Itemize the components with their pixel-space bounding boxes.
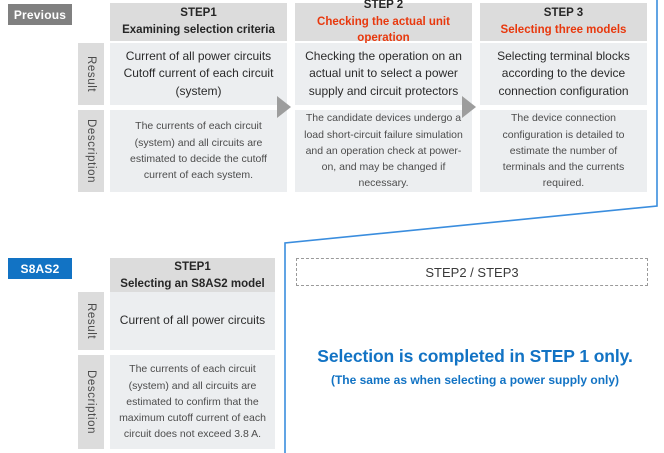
previous-row-label-description: Description <box>78 110 104 192</box>
s8as2-step-1-header: STEP1 Selecting an S8AS2 model <box>110 258 275 293</box>
previous-step-1-result: Current of all power circuits Cutoff cur… <box>110 43 287 105</box>
s8as2-badge: S8AS2 <box>8 258 72 279</box>
previous-row-label-result-text: Result <box>85 55 97 93</box>
previous-step-2-result: Checking the operation on an actual unit… <box>295 43 472 105</box>
s8as2-row-label-result-text: Result <box>85 302 97 340</box>
previous-step-2-description: The candidate devices undergo a load sho… <box>295 110 472 192</box>
conclusion-block: Selection is completed in STEP 1 only. (… <box>296 345 654 388</box>
previous-step-1-description: The currents of each circuit (system) an… <box>110 110 287 192</box>
previous-badge-label: Previous <box>13 7 67 22</box>
s8as2-step-1-title: STEP1 <box>174 260 211 273</box>
s8as2-step-1-subtitle: Selecting an S8AS2 model <box>120 277 265 290</box>
s8as2-row-label-result: Result <box>78 292 104 350</box>
conclusion-sub-text: (The same as when selecting a power supp… <box>330 372 620 387</box>
previous-badge: Previous <box>8 4 72 25</box>
arrow-right-icon-2 <box>462 96 476 118</box>
previous-step-2-header: STEP 2 Checking the actual unit operatio… <box>295 0 472 44</box>
s8as2-row-label-description: Description <box>78 355 104 449</box>
conclusion-main-text: Selection is completed in STEP 1 only. <box>317 346 633 366</box>
previous-step-1-title: STEP1 <box>180 7 217 20</box>
skipped-steps-box: STEP2 / STEP3 <box>296 258 648 286</box>
previous-step-3-result: Selecting terminal blocks according to t… <box>480 43 647 105</box>
s8as2-row-label-description-text: Description <box>85 369 97 435</box>
previous-step-3-title: STEP 3 <box>543 7 584 20</box>
previous-step-2-title: STEP 2 <box>363 0 404 11</box>
previous-step-2-subtitle: Checking the actual unit operation <box>317 15 450 45</box>
previous-step-3-subtitle: Selecting three models <box>500 24 627 36</box>
s8as2-step-1-result: Current of all power circuits <box>110 292 275 350</box>
previous-step-1-header: STEP1 Examining selection criteria <box>110 3 287 41</box>
previous-step-3-header: STEP 3 Selecting three models <box>480 3 647 41</box>
s8as2-badge-label: S8AS2 <box>20 261 60 276</box>
previous-step-1-subtitle: Examining selection criteria <box>122 24 275 36</box>
previous-step-3-description: The device connection configuration is d… <box>480 110 647 192</box>
skipped-steps-label: STEP2 / STEP3 <box>425 264 519 280</box>
s8as2-step-1-description: The currents of each circuit (system) an… <box>110 355 275 449</box>
arrow-right-icon-1 <box>277 96 291 118</box>
previous-row-label-description-text: Description <box>85 118 97 184</box>
previous-row-label-result: Result <box>78 43 104 105</box>
